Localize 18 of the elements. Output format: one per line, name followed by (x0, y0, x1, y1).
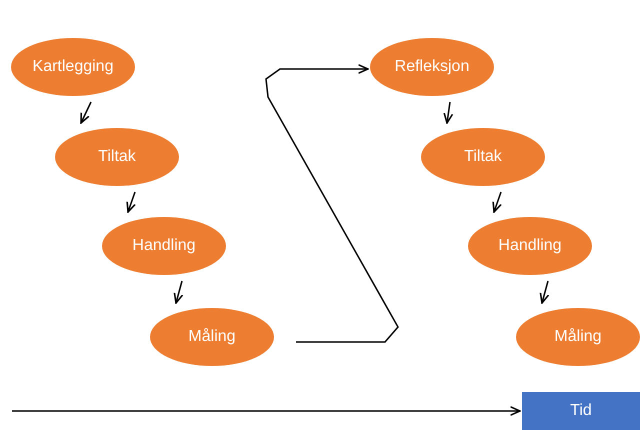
arrow (174, 280, 184, 304)
step-label: Måling (188, 328, 236, 346)
step-label: Handling (132, 237, 196, 255)
step-label: Tid (570, 402, 592, 420)
step-label: Handling (498, 237, 562, 255)
arrow (540, 280, 550, 304)
arrow (80, 102, 92, 124)
step-label: Refleksjon (394, 58, 470, 76)
arrow (12, 406, 521, 416)
step-label: Måling (554, 328, 602, 346)
arrow (265, 64, 399, 343)
arrow (443, 102, 454, 124)
step-label: Tiltak (464, 148, 502, 166)
step-label: Tiltak (98, 148, 136, 166)
arrow (126, 192, 136, 213)
step-label: Kartlegging (32, 58, 114, 76)
arrow (492, 192, 502, 213)
time-box (522, 392, 640, 430)
